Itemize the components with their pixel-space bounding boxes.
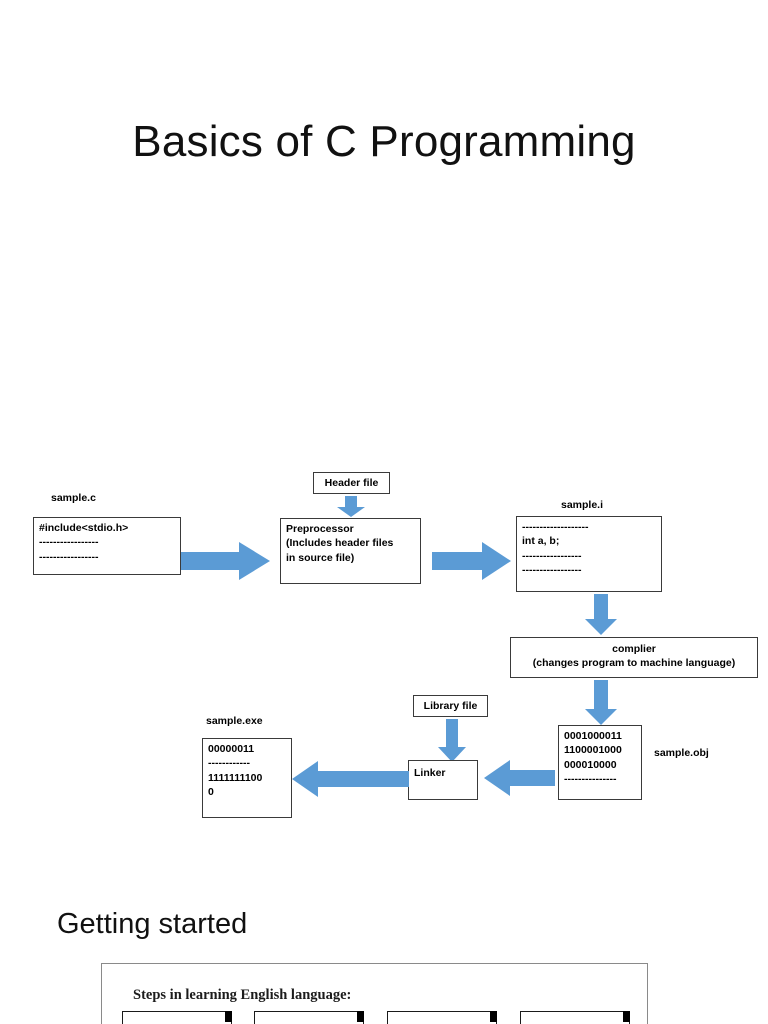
- bottom-figure-title: Steps in learning English language:: [133, 987, 352, 1003]
- label-sample-i: sample.i: [561, 499, 604, 511]
- box-executable-file: 00000011 ------------ 1111111100 0: [202, 738, 292, 818]
- step-box-1: [122, 1011, 232, 1024]
- preprocessed-file-line-2: int a, b;: [522, 535, 560, 548]
- arrow-object-to-linker-icon: [484, 759, 556, 797]
- page-title: Basics of C Programming: [132, 117, 636, 166]
- preprocessed-file-line-3: -----------------: [522, 549, 582, 562]
- step-box-corner-icon: [225, 1011, 232, 1022]
- object-file-line-3: 000010000: [564, 758, 617, 771]
- source-file-line-3: -----------------: [39, 550, 99, 563]
- arrow-source-to-preprocessor-icon: [181, 541, 271, 581]
- preprocessor-line-3: in source file): [286, 551, 355, 564]
- box-header-file: Header file: [313, 472, 390, 494]
- library-file-line-1: Library file: [423, 700, 478, 712]
- linker-line-1: Linker: [414, 767, 446, 779]
- header-file-line-1: Header file: [324, 477, 379, 489]
- arrow-preprocessor-to-preprocessed-icon: [432, 541, 512, 581]
- executable-file-line-2: ------------: [208, 757, 250, 770]
- arrow-compiler-to-object-icon: [584, 680, 618, 726]
- step-box-corner-icon: [357, 1011, 364, 1022]
- arrow-preprocessed-to-compiler-icon: [584, 594, 618, 636]
- object-file-line-2: 1100001000: [564, 744, 622, 757]
- label-sample-obj: sample.obj: [654, 747, 709, 759]
- label-sample-c: sample.c: [51, 492, 96, 504]
- step-box-corner-icon: [490, 1011, 497, 1022]
- arrow-linker-to-executable-icon: [292, 760, 410, 798]
- arrow-header-to-preprocessor-icon: [336, 496, 366, 518]
- bottom-figure-container: Steps in learning English language:: [101, 963, 648, 1024]
- step-box-3: [387, 1011, 497, 1024]
- step-box-corner-icon: [623, 1011, 630, 1022]
- box-preprocessed-file: ------------------- int a, b; ----------…: [516, 516, 662, 592]
- box-object-file: 0001000011 1100001000 000010000 --------…: [558, 725, 642, 800]
- preprocessor-line-1: Preprocessor: [286, 523, 354, 535]
- label-sample-exe: sample.exe: [206, 715, 263, 727]
- preprocessor-line-2: (Includes header files: [286, 537, 394, 550]
- object-file-line-4: ---------------: [564, 773, 617, 786]
- object-file-line-1: 0001000011: [564, 730, 622, 742]
- box-compiler: complier (changes program to machine lan…: [510, 637, 758, 678]
- preprocessed-file-line-4: -----------------: [522, 564, 582, 577]
- box-source-file: #include<stdio.h> ----------------- ----…: [33, 517, 181, 575]
- executable-file-line-4: 0: [208, 786, 214, 799]
- source-file-line-1: #include<stdio.h>: [39, 522, 129, 534]
- box-library-file: Library file: [413, 695, 488, 717]
- step-box-2: [254, 1011, 364, 1024]
- compiler-line-2: (changes program to machine language): [532, 657, 736, 670]
- executable-file-line-3: 1111111100: [208, 771, 263, 784]
- box-linker: Linker: [408, 760, 478, 800]
- box-preprocessor: Preprocessor (Includes header files in s…: [280, 518, 421, 584]
- section-heading-getting-started: Getting started: [57, 908, 248, 940]
- executable-file-line-1: 00000011: [208, 743, 255, 755]
- compiler-line-1: complier: [612, 643, 656, 655]
- source-file-line-2: -----------------: [39, 536, 99, 549]
- step-box-4: [520, 1011, 630, 1024]
- arrow-library-to-linker-icon: [437, 719, 467, 763]
- preprocessed-file-line-1: -------------------: [522, 521, 589, 533]
